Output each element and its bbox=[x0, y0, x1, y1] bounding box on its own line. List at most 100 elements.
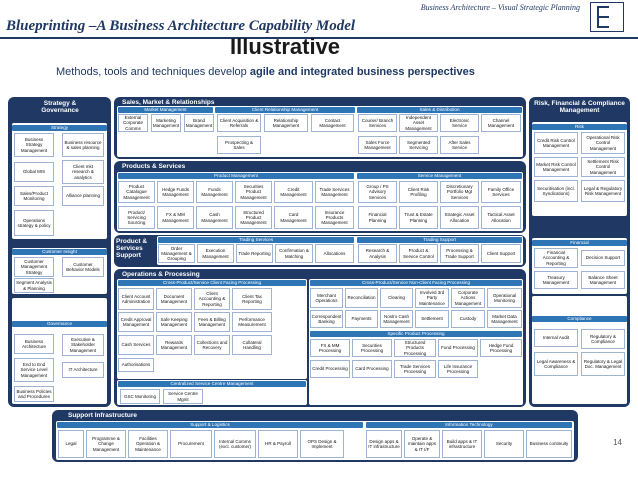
category-compliance: Compliance bbox=[532, 316, 627, 322]
capability-box: After Sales Service bbox=[440, 136, 479, 154]
capability-box: Credit Risk Control Management bbox=[534, 132, 578, 154]
category-service-mgmt: Service Management bbox=[357, 173, 522, 179]
category-cross-product: Cross-Product/Service Client Facing Proc… bbox=[118, 280, 306, 286]
capability-box: Family Office Services bbox=[481, 181, 521, 203]
panel-title-operations: Operations & Processing bbox=[122, 271, 200, 278]
capability-box: Facilities Operation & Maintenance bbox=[128, 430, 168, 458]
capability-box: Service Centre Mgmt bbox=[163, 389, 203, 404]
capability-box: Processing & Trade Support bbox=[440, 244, 479, 263]
capability-box: Collections and Recovery bbox=[194, 335, 230, 355]
panel-title-product-support: Product & Services Support bbox=[116, 238, 148, 259]
capability-box: Involved 3rd Party Maintenance bbox=[415, 288, 449, 308]
capability-box: Authorisations bbox=[118, 358, 154, 372]
capability-box: Channel Management bbox=[481, 114, 521, 132]
capability-box: Credit Processing bbox=[310, 360, 350, 378]
capability-box: Operational Risk Control Management bbox=[581, 132, 625, 154]
capability-box: Securities Product Management bbox=[235, 181, 272, 203]
illustrative-label: Illustrative bbox=[230, 34, 341, 59]
capability-box: Financial Planning bbox=[358, 206, 397, 229]
category-crm: Client Relationship Management bbox=[215, 107, 355, 113]
capability-box: Internal Audit bbox=[534, 329, 578, 347]
capability-box: FX & MM Management bbox=[157, 206, 194, 229]
capability-box: OPS Design & Implement bbox=[300, 430, 344, 458]
capability-box: Business Architecture bbox=[14, 334, 54, 354]
capability-box: Structured Product Management bbox=[235, 206, 272, 229]
capability-box: Product & Service Control bbox=[399, 244, 438, 263]
capability-box: Internal Comms (excl. customer) bbox=[214, 430, 256, 458]
category-market-mgmt: Market Management bbox=[118, 107, 213, 113]
category-support-logistics: Support & Logistics bbox=[57, 422, 363, 428]
capability-box: Trade Services Management bbox=[315, 181, 354, 203]
capability-box: Client Risk Profiling bbox=[399, 181, 438, 203]
category-sales-dist: Sales & Distribution bbox=[357, 107, 522, 113]
capability-box: Custody bbox=[451, 310, 485, 328]
category-risk: Risk bbox=[532, 124, 627, 130]
capability-box: Funds Management bbox=[196, 181, 233, 203]
capability-box: Document Management bbox=[156, 288, 192, 310]
capability-box: Fees & Billing Management bbox=[194, 312, 230, 332]
capability-box: Cash Services bbox=[118, 335, 154, 355]
capability-box: Global MIS bbox=[14, 162, 54, 182]
panel-title-sales: Sales, Market & Relationships bbox=[122, 99, 215, 106]
capability-box: Market Data Management bbox=[487, 310, 522, 328]
capability-box: Legal Awareness & Compliance bbox=[534, 352, 578, 376]
capability-box: Tactical Asset Allocation bbox=[481, 206, 521, 229]
capability-box: Market Risk Control Management bbox=[534, 157, 578, 177]
capability-box: Card Management bbox=[274, 206, 313, 229]
capability-box: Correspondent Banking bbox=[310, 310, 343, 328]
capability-box: IT Architecture bbox=[62, 362, 104, 378]
capability-box: Trade Reporting bbox=[236, 244, 273, 263]
capability-box: End to End Service Level Management bbox=[14, 358, 54, 382]
capability-box: Sales/Product Monitoring bbox=[14, 186, 54, 206]
capability-box: Research & Analysis bbox=[358, 244, 397, 263]
capability-box: Sales Force Management bbox=[358, 136, 397, 154]
capability-box: Safe Keeping Management bbox=[156, 312, 192, 332]
capability-box: Legal & Regulatory Risk Management bbox=[581, 180, 625, 202]
capability-box: Securitisation (incl. Syndications) bbox=[534, 180, 578, 202]
capability-box: Regulatory & Legal Doc. Management bbox=[581, 352, 625, 376]
capability-box: Performance Measurement bbox=[232, 312, 272, 332]
capability-box: Business Strategy Management bbox=[14, 133, 54, 157]
title-rule bbox=[0, 37, 638, 39]
page-title: Blueprinting –A Business Architecture Ca… bbox=[6, 18, 356, 34]
capability-box: Customer Behavior Models bbox=[62, 257, 104, 277]
capability-box: Life Insurance Processing bbox=[438, 360, 478, 378]
subtitle: Methods, tools and techniques develop ag… bbox=[56, 66, 475, 78]
capability-box: Product Catalogue Management bbox=[118, 181, 155, 203]
capability-box: Allocations bbox=[315, 244, 354, 263]
panel-title-strategy: Strategy & Governance bbox=[41, 100, 79, 114]
capability-box: GSC Monitoring bbox=[120, 389, 160, 404]
capability-box: Contact Management bbox=[311, 114, 354, 132]
page-number: 14 bbox=[613, 438, 622, 447]
capability-box: Relationship Management bbox=[264, 114, 308, 132]
capability-box: Legal bbox=[58, 430, 84, 458]
capability-box: Alliance planning bbox=[62, 186, 104, 206]
capability-box: Procurement bbox=[170, 430, 212, 458]
category-trading-support: Trading Support bbox=[357, 237, 522, 243]
capability-box: Segmented Servicing bbox=[399, 136, 438, 154]
capability-box: Independent Asset Management bbox=[399, 114, 438, 132]
capability-box: HR & Payroll bbox=[258, 430, 298, 458]
capability-box: Electronic Service bbox=[440, 114, 479, 132]
capability-box: Client Acquisition & Referrals bbox=[217, 114, 261, 132]
capability-box: Design apps & IT infrastructure bbox=[366, 430, 402, 458]
capability-box: Programme & Change Management bbox=[86, 430, 126, 458]
capability-box: Executive & Stakeholder Management bbox=[62, 334, 104, 356]
capability-box: Corporate Actions Management bbox=[451, 288, 485, 308]
capability-box: Trade Services Processing bbox=[394, 360, 436, 378]
category-cross-non-client: Cross-Product/Service Non-Client Facing … bbox=[310, 280, 522, 286]
capability-box: Client Account Administration bbox=[118, 288, 154, 310]
capability-box: Business resource & sales planning bbox=[62, 133, 104, 157]
capability-box: Merchant Operations bbox=[310, 288, 343, 308]
capability-box: Segment Analysis & Planning bbox=[14, 278, 54, 293]
capability-box: Confirmation & Matching bbox=[275, 244, 313, 263]
capability-box: Prospecting & Sales bbox=[217, 136, 261, 154]
capability-box: Hedge Funds Management bbox=[157, 181, 194, 203]
capability-box: Group / PS Advisory Services bbox=[358, 181, 397, 203]
capability-box: Structured Products Processing bbox=[394, 339, 436, 357]
section-header: Business Architecture – Visual Strategic… bbox=[420, 3, 580, 12]
capability-box: Discretionary Portfolio Mgt Services bbox=[440, 181, 479, 203]
capability-box: Courier/ Branch Services bbox=[358, 114, 397, 132]
capability-box: Brand Management bbox=[184, 114, 214, 132]
capability-box: Client Tax Reporting bbox=[232, 288, 272, 310]
